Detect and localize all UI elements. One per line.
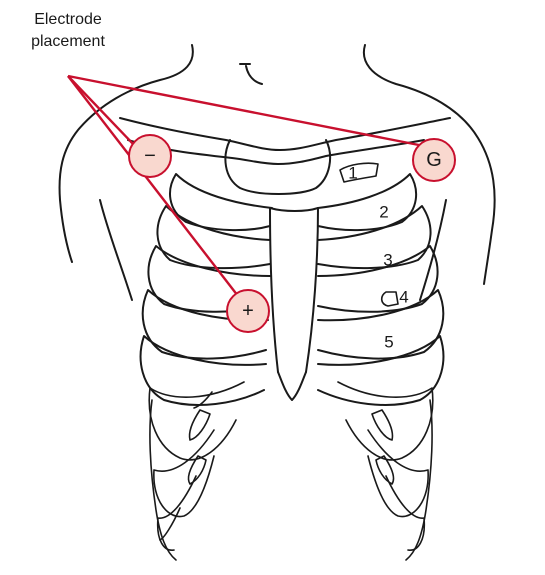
left-rib-6: [149, 382, 244, 460]
right-rib-1-cartilage: [340, 163, 378, 182]
right-rib-4: [318, 290, 443, 359]
ground-electrode-label: G: [426, 149, 442, 171]
left-rib-5: [141, 336, 266, 405]
lead-wire-ground: [68, 76, 424, 146]
lead-wires: [68, 76, 424, 296]
right-rib-2: [318, 206, 431, 268]
negative-electrode: −: [129, 135, 171, 177]
positive-electrode: +: [227, 290, 269, 332]
rib-numbers: 1 2 3 4 5: [348, 164, 408, 352]
left-intercostal-gap-1: [189, 410, 210, 440]
xiphoid-process: [278, 372, 306, 400]
rib-number-4: 4: [399, 288, 408, 307]
right-rib-7: [368, 430, 428, 517]
manubrium: [225, 140, 330, 194]
ground-electrode: G: [413, 139, 455, 181]
rib-number-3: 3: [383, 251, 392, 270]
sternal-angle: [270, 208, 318, 211]
right-ribs: [318, 163, 443, 560]
sternum: [270, 208, 318, 400]
sternum-right-edge: [306, 208, 318, 372]
left-rib-1: [170, 174, 272, 230]
left-neck-mark: [246, 66, 262, 84]
left-ribs: [141, 174, 272, 560]
caption: Electrode placement: [31, 11, 105, 50]
right-rib-5: [318, 336, 443, 405]
rib-number-5: 5: [384, 333, 393, 352]
positive-electrode-label: +: [242, 300, 254, 322]
right-intercostal-gap-1: [372, 410, 393, 440]
clavicle-lower-line: [128, 140, 424, 164]
caption-line-1: Electrode: [34, 11, 102, 28]
clavicle-upper-line: [120, 118, 450, 150]
left-rib-7: [154, 430, 214, 517]
right-rib-1: [318, 174, 416, 230]
caption-line-2: placement: [31, 33, 105, 50]
right-rib-6: [338, 382, 433, 460]
lead-wire-positive: [68, 76, 238, 296]
negative-electrode-label: −: [144, 145, 156, 167]
rib-number-2: 2: [379, 203, 388, 222]
rib-number-1: 1: [348, 164, 357, 183]
sternum-left-edge: [270, 208, 278, 372]
right-rib-4-notch: [382, 292, 398, 306]
left-armpit-line: [100, 200, 132, 300]
